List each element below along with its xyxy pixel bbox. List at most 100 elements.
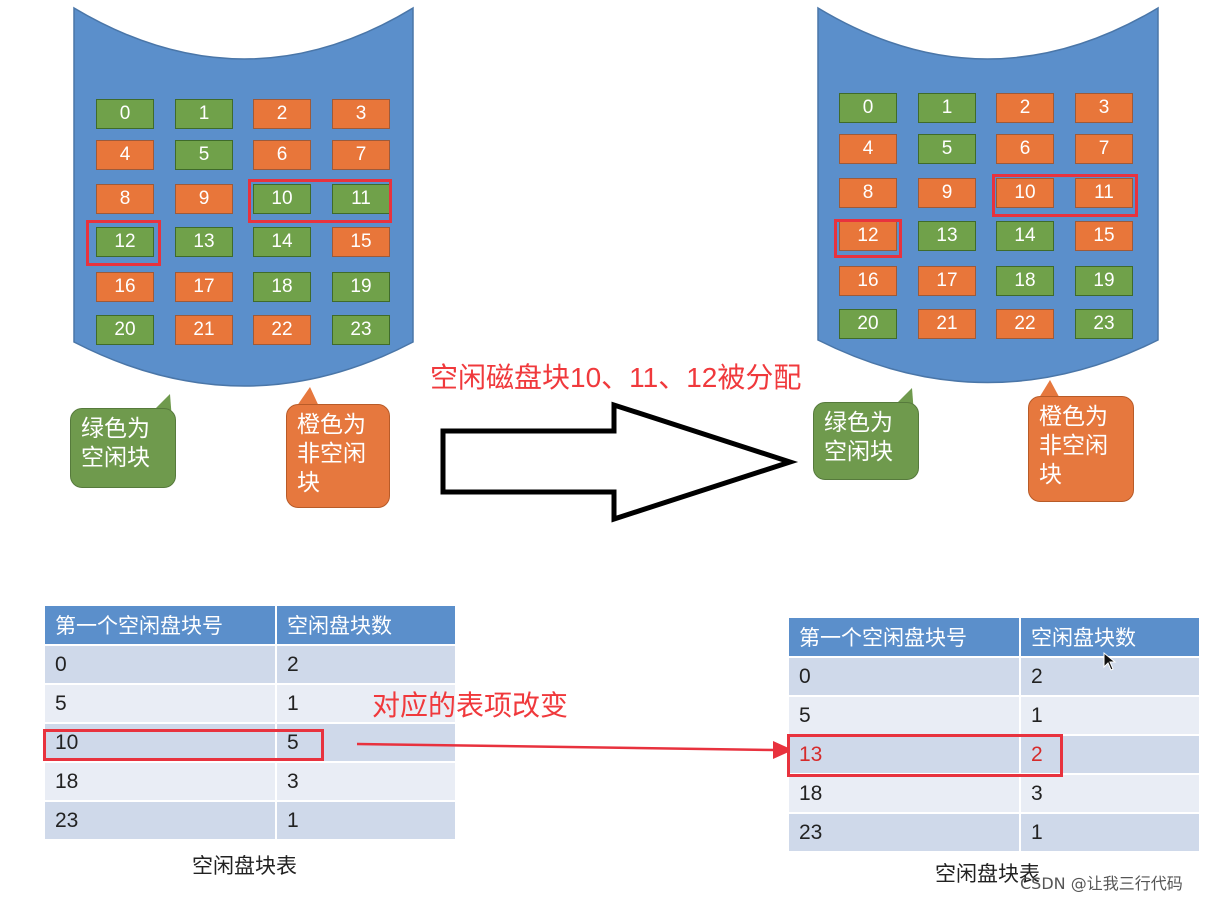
change-label: 对应的表项改变 — [372, 690, 569, 721]
table-cell: 3 — [1020, 773, 1201, 813]
right-block-12: 12 — [839, 221, 897, 251]
left-block-8: 8 — [96, 184, 154, 214]
table-cell: 1 — [1020, 695, 1201, 735]
table-cell: 0 — [45, 644, 277, 684]
right-block-13: 13 — [918, 221, 976, 251]
cursor-icon — [1103, 651, 1117, 671]
left-block-19: 19 — [332, 272, 390, 302]
right-block-19: 19 — [1075, 266, 1133, 296]
table-cell: 5 — [789, 695, 1021, 735]
right-block-9: 9 — [918, 178, 976, 208]
right-disk-cylinder — [817, 6, 1159, 384]
table-cell: 3 — [276, 761, 457, 801]
left-block-13: 13 — [175, 227, 233, 257]
left-block-22: 22 — [253, 315, 311, 345]
watermark: CSDN @让我三行代码 — [1020, 874, 1183, 893]
right-block-10: 10 — [996, 178, 1054, 208]
left-legend-used-text: 橙色为非空闲块 — [297, 412, 366, 496]
right-block-14: 14 — [996, 221, 1054, 251]
right-block-21: 21 — [918, 309, 976, 339]
table-cell: 5 — [45, 683, 277, 723]
table-cell: 1 — [1020, 812, 1201, 851]
big-arrow — [440, 401, 799, 523]
left-legend-free-text: 绿色为空闲块 — [81, 416, 150, 471]
right-block-5: 5 — [918, 134, 976, 164]
right-table-header-first: 第一个空闲盘块号 — [789, 618, 1021, 657]
right-table-caption: 空闲盘块表 — [935, 862, 1040, 886]
right-block-1: 1 — [918, 93, 976, 123]
left-block-17: 17 — [175, 272, 233, 302]
table-cell: 18 — [45, 761, 277, 801]
right-block-3: 3 — [1075, 93, 1133, 123]
left-block-0: 0 — [96, 99, 154, 129]
left-table-row-highlight — [43, 729, 324, 761]
right-block-7: 7 — [1075, 134, 1133, 164]
table-cell: 0 — [789, 656, 1021, 696]
right-block-4: 4 — [839, 134, 897, 164]
left-table-header-count: 空闲盘块数 — [276, 606, 457, 645]
change-arrow — [356, 741, 793, 759]
left-block-11: 11 — [332, 184, 390, 214]
right-legend-used-text: 橙色为非空闲块 — [1039, 404, 1108, 488]
left-table-caption: 空闲盘块表 — [192, 854, 297, 878]
left-legend-free: 绿色为空闲块 — [70, 408, 176, 488]
left-table-header-first: 第一个空闲盘块号 — [45, 606, 277, 645]
left-block-6: 6 — [253, 140, 311, 170]
left-block-1: 1 — [175, 99, 233, 129]
left-block-15: 15 — [332, 227, 390, 257]
left-block-12: 12 — [96, 227, 154, 257]
left-block-20: 20 — [96, 315, 154, 345]
right-block-2: 2 — [996, 93, 1054, 123]
right-block-17: 17 — [918, 266, 976, 296]
right-block-20: 20 — [839, 309, 897, 339]
right-block-23: 23 — [1075, 309, 1133, 339]
right-block-16: 16 — [839, 266, 897, 296]
left-block-14: 14 — [253, 227, 311, 257]
right-block-11: 11 — [1075, 178, 1133, 208]
left-block-21: 21 — [175, 315, 233, 345]
left-block-23: 23 — [332, 315, 390, 345]
left-block-2: 2 — [253, 99, 311, 129]
left-block-16: 16 — [96, 272, 154, 302]
right-legend-free: 绿色为空闲块 — [813, 402, 919, 480]
table-cell: 23 — [45, 800, 277, 839]
left-block-4: 4 — [96, 140, 154, 170]
table-cell: 2 — [1020, 656, 1201, 696]
table-cell: 2 — [276, 644, 457, 684]
left-block-5: 5 — [175, 140, 233, 170]
left-block-9: 9 — [175, 184, 233, 214]
right-block-8: 8 — [839, 178, 897, 208]
right-block-0: 0 — [839, 93, 897, 123]
table-cell: 23 — [789, 812, 1021, 851]
left-highlight-12 — [86, 220, 161, 266]
right-block-6: 6 — [996, 134, 1054, 164]
right-legend-used: 橙色为非空闲块 — [1028, 396, 1134, 502]
left-legend-used: 橙色为非空闲块 — [286, 404, 390, 508]
left-block-7: 7 — [332, 140, 390, 170]
right-highlight-10-11 — [992, 174, 1138, 217]
right-table-header-count: 空闲盘块数 — [1020, 618, 1201, 657]
right-block-15: 15 — [1075, 221, 1133, 251]
right-block-18: 18 — [996, 266, 1054, 296]
table-cell: 5 — [276, 722, 457, 762]
left-block-3: 3 — [332, 99, 390, 129]
table-cell: 1 — [276, 800, 457, 839]
left-block-10: 10 — [253, 184, 311, 214]
left-highlight-10-11 — [248, 179, 392, 223]
table-cell: 1 — [276, 683, 457, 723]
right-table-row-highlight — [787, 734, 1063, 777]
table-cell: 2 — [1020, 734, 1201, 774]
allocation-label: 空闲磁盘块10、11、12被分配 — [430, 362, 802, 393]
table-cell: 18 — [789, 773, 1021, 813]
